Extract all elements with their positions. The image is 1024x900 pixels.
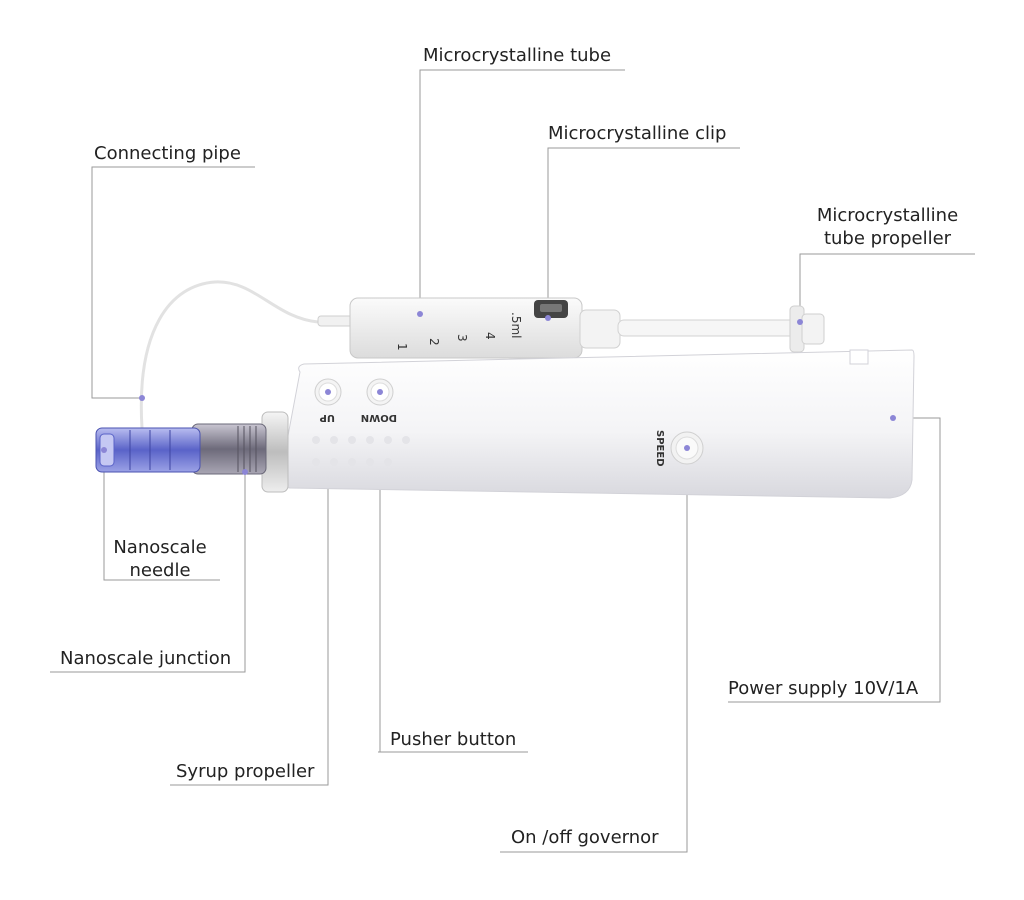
marker-nanoscale-junction: [242, 469, 248, 475]
leader-nanoscale-junction: [50, 472, 246, 673]
label-on-off-governor: On /off governor: [511, 827, 659, 848]
speed-button-label: SPEED: [654, 430, 665, 467]
nanoscale-junction: [191, 423, 267, 475]
leader-connecting-pipe: [91, 166, 255, 399]
syringe-scale-4: 4: [483, 332, 497, 340]
syringe-volume: .5ml: [509, 312, 523, 338]
label-pusher-button: Pusher button: [390, 729, 517, 750]
marker-microcrystalline-clip: [545, 315, 551, 321]
syringe-scale: 1 2 3 4 .5ml: [395, 312, 523, 351]
marker-connecting-pipe: [139, 395, 145, 401]
pen-body: [279, 349, 915, 499]
label-connecting-pipe: Connecting pipe: [94, 143, 241, 164]
marker-tube-propeller: [797, 319, 803, 325]
label-nanoscale-needle-line1: Nanoscale: [113, 537, 207, 558]
label-nanoscale-needle-line2: needle: [129, 560, 191, 581]
syringe-scale-3: 3: [455, 334, 469, 342]
label-tube-propeller-line2: tube propeller: [823, 228, 952, 249]
label-tube-propeller: Microcrystalline tube propeller: [810, 204, 965, 250]
microcrystalline-tube-propeller: [579, 305, 825, 353]
leader-power-supply: [728, 417, 941, 703]
marker-syrup-propeller: [325, 389, 331, 395]
label-tube-propeller-line1: Microcrystalline: [816, 205, 959, 226]
microcrystalline-clip: [534, 300, 568, 318]
label-microcrystalline-tube: Microcrystalline tube: [423, 45, 612, 66]
leader-tube-propeller: [799, 253, 975, 320]
syringe-scale-2: 2: [427, 338, 441, 346]
syringe-scale-1: 1: [395, 343, 409, 351]
label-nanoscale-junction: Nanoscale junction: [60, 648, 232, 669]
marker-dots: [101, 311, 896, 475]
leader-nanoscale-needle: [103, 450, 220, 581]
label-power-supply: Power supply 10V/1A: [728, 678, 919, 699]
nanoscale-needle: [95, 427, 201, 473]
leader-lines: [50, 69, 975, 853]
marker-power-supply: [890, 415, 896, 421]
leader-syrup-propeller: [170, 392, 329, 786]
label-nanoscale-needle: Nanoscale needle: [105, 536, 215, 582]
up-button-label: UP: [320, 412, 335, 423]
leader-microcrystalline-clip: [547, 147, 740, 318]
marker-on-off-governor: [684, 445, 690, 451]
leader-microcrystalline-tube: [419, 69, 625, 312]
marker-nanoscale-needle: [101, 447, 107, 453]
microcrystalline-tube: 1 2 3 4 .5ml: [317, 297, 583, 359]
speed-button[interactable]: SPEED: [654, 430, 704, 467]
down-button-label: DOWN: [361, 412, 397, 423]
label-syrup-propeller: Syrup propeller: [176, 761, 315, 782]
label-microcrystalline-clip: Microcrystalline clip: [548, 123, 727, 144]
leader-on-off-governor: [500, 448, 688, 853]
marker-microcrystalline-tube: [417, 311, 423, 317]
marker-pusher-button: [377, 389, 383, 395]
